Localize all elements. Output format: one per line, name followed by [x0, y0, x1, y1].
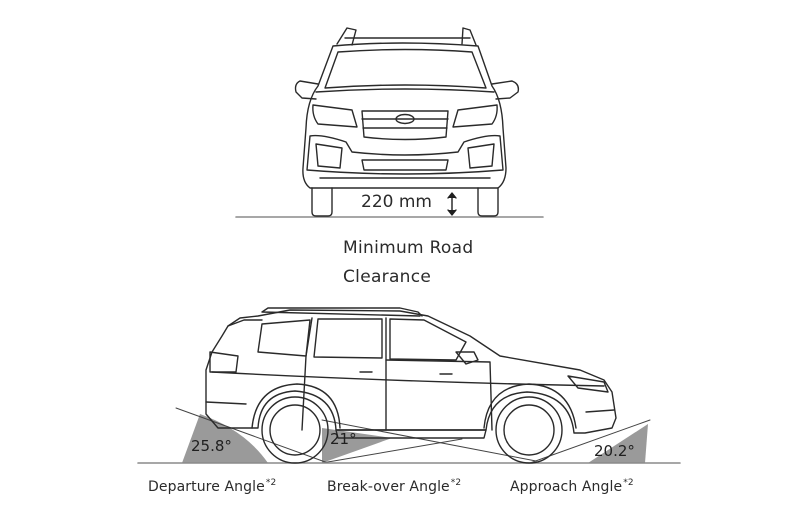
- rear-quarter-window: [257, 319, 311, 357]
- side-mirror: [455, 351, 479, 365]
- departure-angle-value: 25.8°: [191, 437, 232, 455]
- front-body-outline: [302, 42, 507, 189]
- side-body-outline: [205, 309, 617, 434]
- suv-front-view: [235, 27, 544, 218]
- grille: [361, 110, 449, 141]
- left-headlight: [312, 104, 358, 128]
- right-fog-light: [467, 143, 495, 169]
- footnote-mark: *2: [623, 478, 634, 488]
- caption-line-2: Clearance: [343, 267, 432, 287]
- breakover-angle-value: 21°: [330, 430, 357, 448]
- front-bumper: [306, 134, 504, 175]
- departure-label-text: Departure Angle: [148, 479, 265, 495]
- front-light: [567, 375, 609, 393]
- suv-side-view: [137, 307, 681, 464]
- front-wheel: [483, 383, 577, 464]
- left-front-tire: [311, 187, 333, 217]
- breakover-angle-wedge: [322, 428, 392, 463]
- front-door-window: [389, 318, 467, 361]
- departure-angle-wedge: [182, 414, 268, 463]
- breakover-label-text: Break-over Angle: [327, 479, 450, 495]
- approach-angle-wedge: [588, 424, 648, 463]
- clearance-value: 220 mm: [361, 192, 432, 212]
- footnote-mark: *2: [450, 478, 462, 488]
- approach-angle-value: 20.2°: [594, 442, 635, 460]
- clearance-arrow-icon: [447, 192, 457, 216]
- footnote-mark: *2: [265, 478, 277, 488]
- rear-light: [209, 351, 239, 373]
- right-front-tire: [477, 187, 499, 217]
- brand-emblem-icon: [395, 113, 415, 125]
- rear-wheel: [251, 383, 341, 464]
- right-mirror: [491, 80, 520, 100]
- departure-angle-label: Departure Angle*2: [148, 478, 276, 495]
- caption-line-1: Minimum Road: [343, 238, 474, 258]
- approach-angle-label: Approach Angle*2: [510, 478, 634, 495]
- left-fog-light: [315, 143, 343, 169]
- side-roof-rail: [261, 307, 423, 317]
- left-mirror: [294, 80, 319, 100]
- right-headlight: [452, 104, 498, 128]
- breakover-angle-label: Break-over Angle*2: [327, 478, 461, 495]
- windshield: [324, 48, 487, 89]
- rear-door-window: [313, 318, 383, 359]
- clearance-caption: Minimum Road Clearance: [343, 234, 473, 292]
- approach-label-text: Approach Angle: [510, 479, 623, 495]
